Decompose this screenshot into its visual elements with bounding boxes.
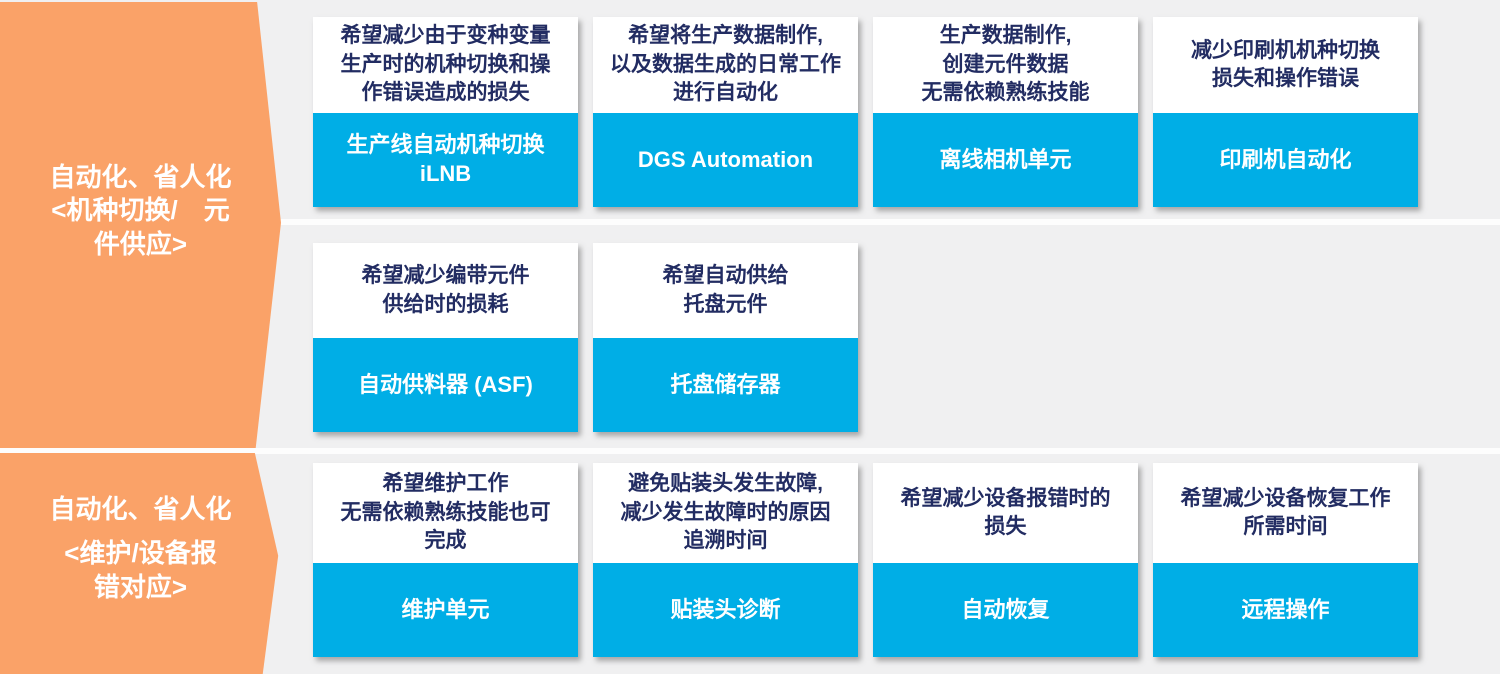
row-divider-line [0,219,1500,225]
card-need-text: 减少印刷机机种切换 损失和操作错误 [1153,17,1418,113]
card-solution-label: DGS Automation [593,113,858,207]
chevron-maintenance-error: 自动化、省人化 <维护/设备报 错对应> [0,453,279,674]
card-need-text: 生产数据制作, 创建元件数据 无需依赖熟练技能 [873,17,1138,113]
solution-card-maintenance-unit: 希望维护工作 无需依赖熟练技能也可 完成 维护单元 [313,463,578,657]
solution-card-asf: 希望减少编带元件 供给时的损耗 自动供料器 (ASF) [313,243,578,432]
card-need-text: 希望减少设备报错时的 损失 [873,463,1138,563]
card-solution-label: 贴装头诊断 [593,563,858,657]
card-need-text: 希望将生产数据制作, 以及数据生成的日常工作 进行自动化 [593,17,858,113]
card-solution-label: 自动恢复 [873,563,1138,657]
card-solution-label: 离线相机单元 [873,113,1138,207]
chevron-changeover-supply: 自动化、省人化 <机种切换/ 元 件供应> [0,2,281,448]
solution-card-tray-storage: 希望自动供给 托盘元件 托盘储存器 [593,243,858,432]
chevron-changeover-label: 自动化、省人化 <机种切换/ 元 件供应> [49,162,232,259]
card-solution-label: 远程操作 [1153,563,1418,657]
card-solution-label: 印刷机自动化 [1153,113,1418,207]
solution-card-dgs-automation: 希望将生产数据制作, 以及数据生成的日常工作 进行自动化 DGS Automat… [593,17,858,207]
card-solution-label: 生产线自动机种切换 iLNB [313,113,578,207]
section-divider-line [0,448,1500,454]
solution-card-offline-camera-unit: 生产数据制作, 创建元件数据 无需依赖熟练技能 离线相机单元 [873,17,1138,207]
card-solution-label: 维护单元 [313,563,578,657]
card-need-text: 希望维护工作 无需依赖熟练技能也可 完成 [313,463,578,563]
card-need-text: 希望自动供给 托盘元件 [593,243,858,338]
card-solution-label: 自动供料器 (ASF) [313,338,578,432]
solution-card-printer-automation: 减少印刷机机种切换 损失和操作错误 印刷机自动化 [1153,17,1418,207]
solution-card-remote-operation: 希望减少设备恢复工作 所需时间 远程操作 [1153,463,1418,657]
card-need-text: 避免贴装头发生故障, 减少发生故障时的原因 追溯时间 [593,463,858,563]
solution-card-head-diagnosis: 避免贴装头发生故障, 减少发生故障时的原因 追溯时间 贴装头诊断 [593,463,858,657]
solution-card-ilnb: 希望减少由于变种变量 生产时的机种切换和操 作错误造成的损失 生产线自动机种切换… [313,17,578,207]
chevron-maintenance-label-top: 自动化、省人化 [49,494,232,525]
chevron-maintenance-label-bottom: <维护/设备报 错对应> [64,538,217,602]
chevron-maintenance-labels: 自动化、省人化 <维护/设备报 错对应> [49,493,231,633]
card-need-text: 希望减少编带元件 供给时的损耗 [313,243,578,338]
card-need-text: 希望减少设备恢复工作 所需时间 [1153,463,1418,563]
solution-card-auto-recovery: 希望减少设备报错时的 损失 自动恢复 [873,463,1138,657]
card-need-text: 希望减少由于变种变量 生产时的机种切换和操 作错误造成的损失 [313,17,578,113]
card-solution-label: 托盘储存器 [593,338,858,432]
